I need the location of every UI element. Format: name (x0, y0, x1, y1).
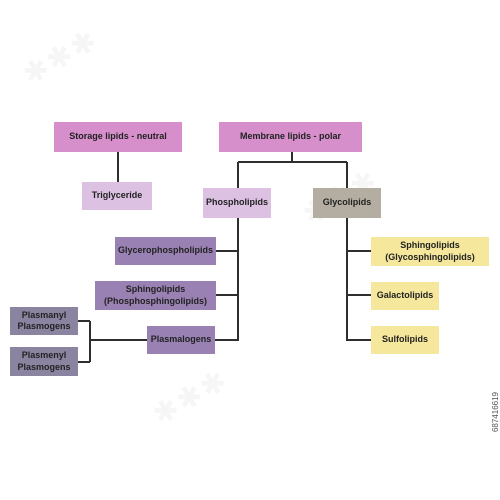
node-triglyceride: Triglyceride (82, 182, 152, 210)
node-membrane-lipids: Membrane lipids - polar (219, 122, 362, 152)
stock-image-id: 687416619 (491, 392, 500, 433)
node-phospholipids: Phospholipids (203, 188, 271, 218)
node-storage-lipids: Storage lipids - neutral (54, 122, 182, 152)
node-sphingolipids-phospho: Sphingolipids (Phosphosphingolipids) (95, 281, 216, 310)
node-plasmalogens: Plasmalogens (147, 326, 215, 354)
node-plasmenyl-plasmogens: Plasmenyl Plasmogens (10, 347, 78, 376)
node-phospholipids-label: Phospholipids (206, 197, 268, 208)
node-glycerophospholipids: Glycerophospholipids (115, 237, 216, 265)
node-storage-lipids-label: Storage lipids - neutral (69, 131, 167, 142)
node-plasmalogens-label: Plasmalogens (150, 334, 212, 345)
node-sphingolipids-glyco-label: Sphingolipids (Glycosphingolipids) (385, 240, 475, 262)
node-sulfolipids-label: Sulfolipids (382, 334, 428, 345)
node-triglyceride-label: Triglyceride (91, 190, 143, 201)
node-glycolipids-label: Glycolipids (322, 197, 372, 208)
node-sulfolipids: Sulfolipids (371, 326, 439, 354)
node-plasmanyl-plasmogens-label: Plasmanyl Plasmogens (17, 309, 71, 331)
node-plasmanyl-plasmogens: Plasmanyl Plasmogens (10, 307, 78, 335)
node-galactolipids-label: Galactolipids (376, 290, 434, 301)
node-glycerophospholipids-label: Glycerophospholipids (117, 245, 213, 256)
node-sphingolipids-phospho-label: Sphingolipids (Phosphosphingolipids) (104, 284, 207, 306)
node-sphingolipids-glyco: Sphingolipids (Glycosphingolipids) (371, 237, 489, 266)
node-glycolipids: Glycolipids (313, 188, 381, 218)
node-membrane-lipids-label: Membrane lipids - polar (239, 131, 342, 142)
node-plasmenyl-plasmogens-label: Plasmenyl Plasmogens (17, 350, 71, 372)
node-galactolipids: Galactolipids (371, 282, 439, 310)
